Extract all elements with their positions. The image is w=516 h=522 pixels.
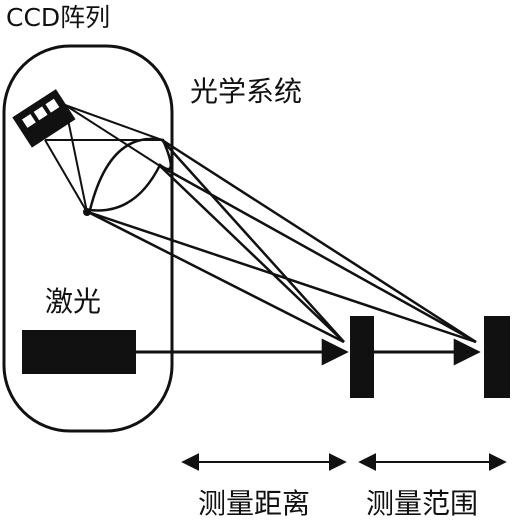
measure-range-label: 测量范围	[366, 487, 478, 520]
target-far	[484, 316, 510, 398]
ccd-array	[12, 89, 76, 148]
laser-label: 激光	[45, 285, 101, 318]
target-near	[350, 316, 374, 398]
reflected-rays	[87, 138, 477, 344]
lens	[88, 137, 172, 212]
optical-system-label: 光学系统	[190, 75, 302, 108]
sensor-housing	[2, 44, 174, 433]
laser-source	[22, 330, 136, 374]
internal-rays	[44, 104, 163, 213]
ccd-array-label: CCD阵列	[6, 3, 110, 32]
measure-distance-label: 测量距离	[198, 487, 310, 520]
